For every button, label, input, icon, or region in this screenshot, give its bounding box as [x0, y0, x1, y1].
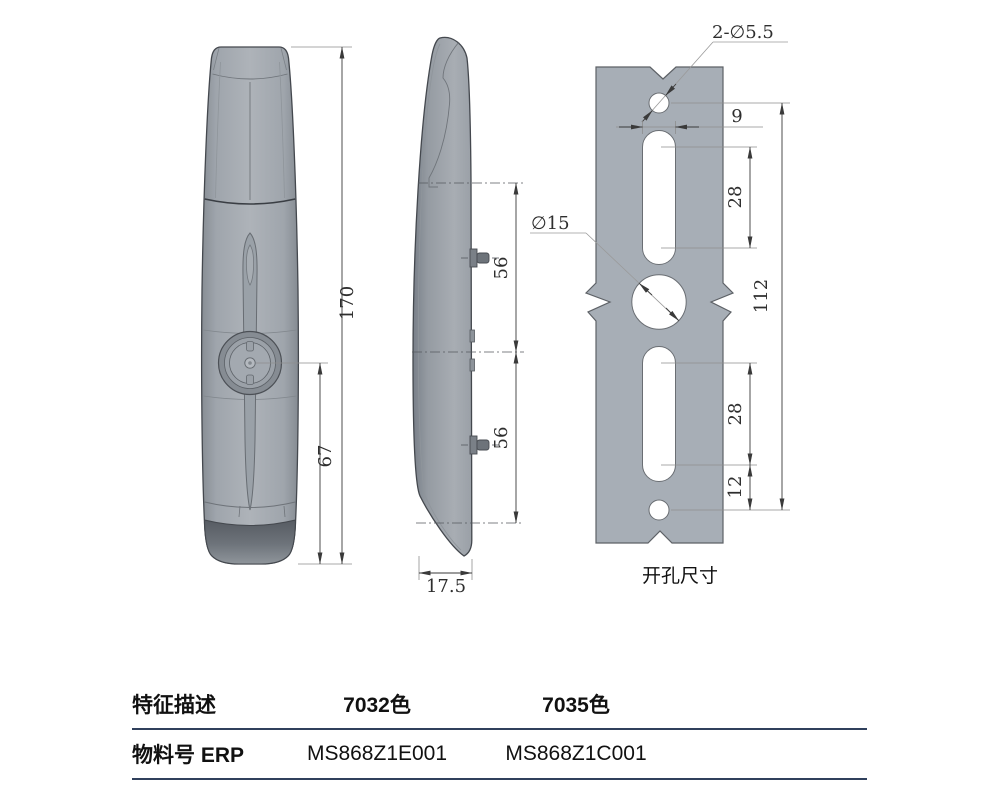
spec-table: 特征描述 7032色 7035色 物料号 ERP MS868Z1E001 MS8… — [132, 680, 867, 780]
label-center-hole: ∅15 — [531, 213, 570, 234]
upper-slot — [642, 130, 676, 265]
inner-contour-right — [279, 61, 285, 199]
side-view: 56 56 17.5 — [412, 36, 524, 597]
spec-part-number-7032: MS868Z1E001 — [306, 742, 448, 765]
ext-112 — [671, 102, 790, 511]
lock-knob — [217, 330, 283, 396]
cutout-caption: 开孔尺寸 — [642, 565, 718, 587]
bottom-screw-hole — [648, 499, 670, 521]
side-profile — [412, 36, 473, 557]
spec-header-feature: 特征描述 — [132, 694, 216, 717]
label-corner-holes: 2-∅5.5 — [712, 22, 774, 43]
front-view: 170 67 — [200, 46, 358, 565]
dim-text-56-upper: 56 — [491, 257, 512, 280]
spec-header-color-7032: 7032色 — [343, 694, 411, 717]
dim-text-56-lower: 56 — [491, 427, 512, 450]
dim-text-12: 12 — [725, 476, 746, 499]
dim-text-112: 112 — [751, 279, 772, 313]
lower-slot — [642, 346, 676, 482]
side-cap-seam — [428, 41, 460, 188]
base-tick-left — [238, 505, 241, 518]
leader-center-hole — [530, 232, 680, 322]
spec-part-number-7035: MS868Z1C001 — [505, 742, 647, 765]
dim-text-170: 170 — [337, 286, 358, 320]
table-rule-bottom — [132, 778, 867, 780]
ext-28-upper — [661, 146, 757, 249]
knob-notch-top — [246, 341, 254, 352]
spec-header-color-7035: 7035色 — [542, 694, 610, 717]
dim-text-28-upper: 28 — [725, 186, 746, 209]
spec-table-data-row: 物料号 ERP MS868Z1E001 MS868Z1C001 — [132, 730, 867, 778]
depth-extension-lines — [418, 556, 473, 580]
latch-tab-upper — [469, 329, 475, 343]
drawing-canvas: 170 67 — [200, 22, 790, 597]
body-split-line — [204, 198, 296, 205]
side-centerlines — [412, 182, 524, 524]
pin-center-ticks — [461, 257, 499, 446]
key-cylinder-dot — [248, 361, 252, 365]
base-tick-right — [283, 505, 286, 518]
dim-text-67: 67 — [315, 445, 336, 468]
cap-corner-seam-right — [280, 47, 287, 71]
base-step-line — [204, 501, 296, 508]
spine-rib-tip — [245, 244, 255, 286]
latch-tab-lower — [469, 358, 475, 372]
ext-28-lower — [661, 362, 757, 466]
technical-drawing: 170 67 — [200, 22, 790, 597]
leader-corner-holes — [641, 41, 788, 123]
dim-text-28-lower: 28 — [725, 403, 746, 426]
dim-text-9: 9 — [731, 106, 742, 127]
inner-contour-left — [215, 61, 221, 199]
knob-notch-bottom — [246, 374, 254, 385]
table-rule-top — [132, 728, 867, 730]
cutout-view: 2-∅5.5 ∅15 9 28 — [530, 22, 790, 587]
spec-table-header-row: 特征描述 7032色 7035色 — [132, 680, 867, 728]
base-cap — [203, 519, 297, 565]
side-inner-contour — [417, 43, 462, 551]
spec-row-label: 物料号 ERP — [132, 744, 245, 767]
dim-text-17-5: 17.5 — [426, 576, 466, 597]
dim-slot-width — [616, 121, 763, 134]
mount-pin-upper — [469, 248, 490, 268]
cap-corner-seam-left — [213, 47, 220, 71]
mount-pin-lower — [469, 435, 490, 455]
